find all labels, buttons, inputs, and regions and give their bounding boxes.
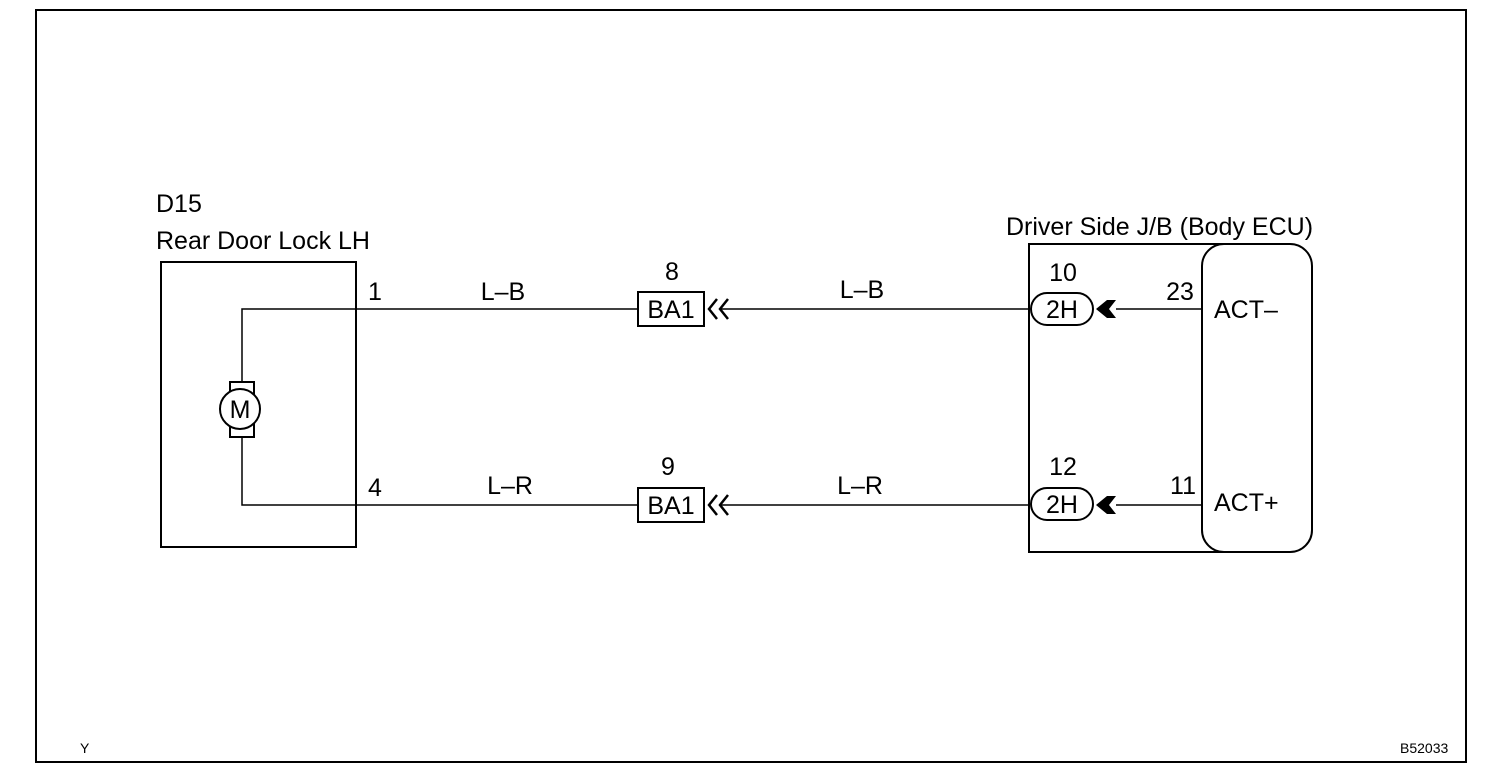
motor-wire-top [241,308,356,382]
ecu-signal-top: ACT– [1214,296,1278,324]
h2-bottom-connector: 2H [1030,487,1116,521]
footer-left-mark: Y [80,740,90,756]
figure-code: B52033 [1400,740,1448,756]
wire-bottom-left-color: L–R [487,472,533,500]
ba1-bottom-label: BA1 [647,492,694,520]
right-pin-top: 23 [1166,278,1194,306]
ecu-signal-bottom: ACT+ [1214,489,1279,517]
wire-top-right-color: L–B [840,276,884,304]
h2-top-connector: 2H [1030,292,1116,326]
motor-wire-bottom [241,437,356,506]
ba1-top-connector: BA1 [637,291,729,327]
male-terminal-icon [1096,300,1116,318]
right-pin-bottom: 11 [1170,472,1196,500]
diagram-frame [35,9,1467,763]
left-pin-bottom: 4 [368,474,382,502]
motor-symbol: M [230,396,251,424]
left-component-code: D15 [156,190,202,218]
right-component-name: Driver Side J/B (Body ECU) [1006,213,1313,241]
male-terminal-icon [1096,496,1116,514]
ba1-top-label: BA1 [647,296,694,324]
motor-icon [219,388,261,430]
left-pin-top: 1 [368,278,382,306]
h2-top-label: 2H [1046,296,1078,324]
ba1-bottom-pin: 9 [661,453,675,481]
body-ecu-box [1201,243,1313,553]
h2-top-pin: 10 [1049,259,1077,287]
ba1-top-pin: 8 [665,258,679,286]
h2-bottom-label: 2H [1046,491,1078,519]
left-component-name: Rear Door Lock LH [156,227,370,255]
wire-top-left-color: L–B [481,278,525,306]
wire-bottom-right-color: L–R [837,472,883,500]
female-terminal-icon [707,298,718,320]
female-terminal-icon [707,494,718,516]
h2-bottom-pin: 12 [1049,453,1077,481]
ba1-bottom-connector: BA1 [637,487,729,523]
rear-door-lock-box [160,261,357,548]
